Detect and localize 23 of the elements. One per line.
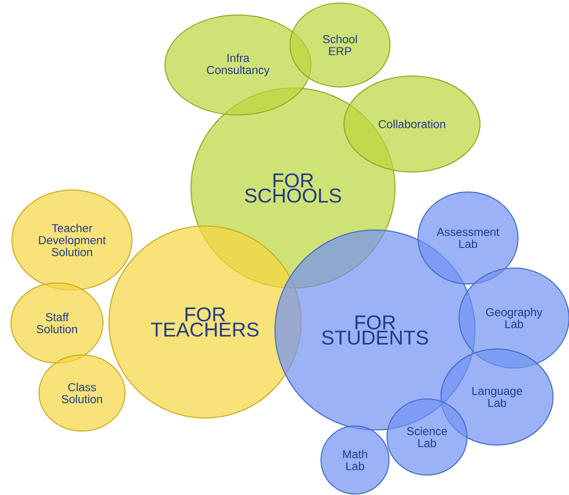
topic-bubble [164,14,312,116]
topic-bubble [38,354,126,432]
bubble-label: Geography Lab [486,308,542,328]
bubble-label: School ERP [322,34,357,56]
topic-bubble [10,282,104,364]
topic-bubble [418,192,518,284]
topic-bubble [386,398,468,476]
bubble-label: Science Lab [407,426,447,448]
bubble-label: Math Lab [343,450,368,470]
bubble-label: FOR TEACHERS [151,307,259,337]
bubble-label: FOR SCHOOLS [245,173,341,203]
topic-bubble [344,76,480,172]
bubble-label: Class Solution [62,382,102,404]
bubble-label: Infra Consultancy [206,54,270,76]
bubble-label: Staff Solution [36,312,78,334]
bubble-label: Teacher Development Solution [39,224,106,256]
bubble-label: FOR STUDENTS [322,315,428,345]
topic-bubble [290,2,390,88]
bubble-label: Assessment Lab [436,228,500,248]
bubble-label: Collaboration [378,120,446,128]
topic-bubble [320,426,390,494]
bubble-label: Language Lab [472,387,522,407]
topic-bubble [12,190,132,290]
